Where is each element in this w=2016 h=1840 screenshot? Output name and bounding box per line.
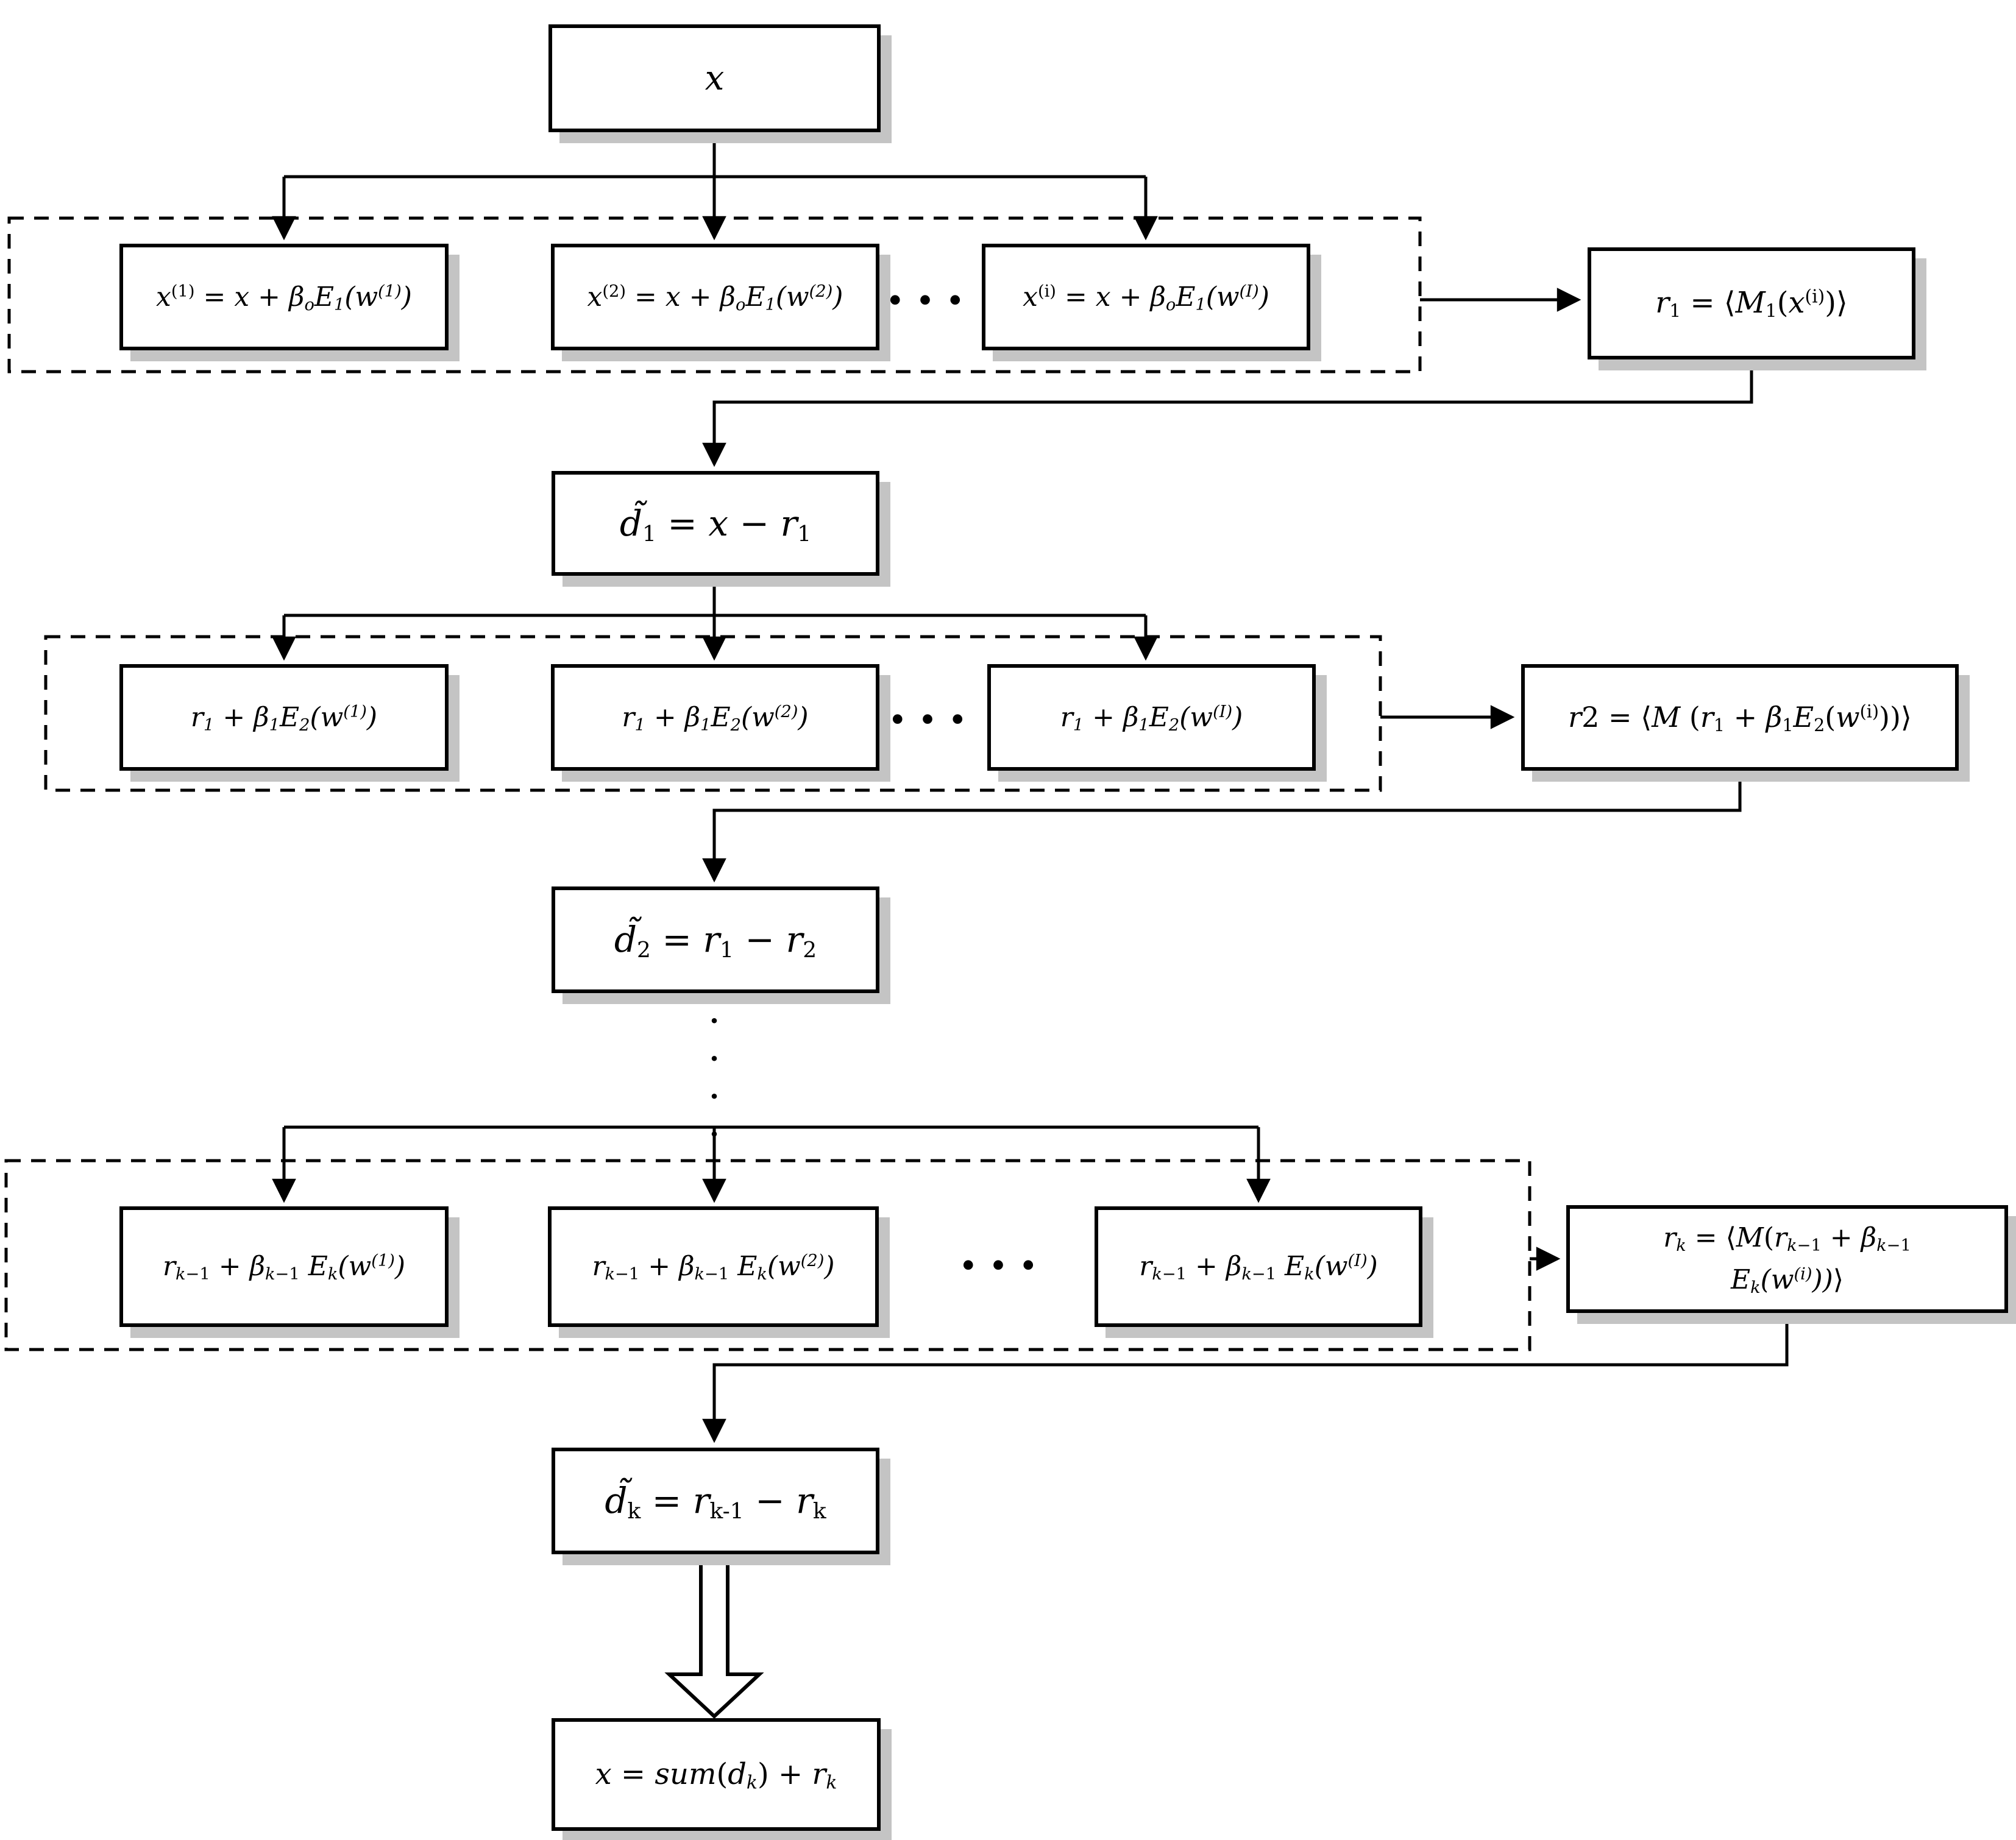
stage1-branch-box-1-label: x(1) = x + βoE1(w(1))	[156, 281, 412, 314]
connector-input-branch-rail	[284, 132, 1146, 179]
stage2-branch-box-2-label: r1 + β1E2(w(2))	[622, 701, 809, 735]
stage3-branch-box-2: rk−1 + βk−1 Ek(w(2))	[548, 1206, 879, 1327]
output-box: x = sum(dk) + rk	[552, 1718, 881, 1831]
stage3-branch-box-3: rk−1 + βk−1 Ek(w(I))	[1095, 1206, 1422, 1327]
stage3-dashed-container	[4, 1159, 1532, 1351]
stage3-branch-box-1-label: rk−1 + βk−1 Ek(w(1))	[162, 1251, 406, 1284]
ellipsis-stage2-branches: ···	[889, 688, 979, 749]
stage1-difference-box-label: d̃1 = x − r1	[619, 502, 812, 547]
stage3-branch-box-3-label: rk−1 + βk−1 Ek(w(I))	[1139, 1251, 1378, 1284]
arrow-mergek-to-differencek	[702, 1314, 1789, 1443]
stage3-branch-box-1: rk−1 + βk−1 Ek(w(1))	[119, 1206, 449, 1327]
arrow-merge1-to-difference1	[702, 361, 1753, 467]
stage1-difference-box: d̃1 = x − r1	[552, 471, 879, 576]
ellipsis-stage1-branches: ···	[886, 269, 976, 330]
stage2-merge-box-label: r2 = ⟨M (r1 + β1E2(w(i)))⟩	[1568, 701, 1912, 736]
stage2-difference-box: d̃2 = r1 − r2	[552, 886, 879, 993]
stage1-branch-box-2-label: x(2) = x + βoE1(w(2))	[587, 281, 843, 314]
stage1-branch-box-3: x(i) = x + βoE1(w(I))	[982, 244, 1310, 350]
output-box-label: x = sum(dk) + rk	[595, 1757, 837, 1794]
ellipsis-vertical-stages: ····	[698, 1004, 731, 1155]
stage1-branch-box-2: x(2) = x + βoE1(w(2))	[551, 244, 879, 350]
input-box-label: x	[705, 58, 725, 98]
stage2-dashed-container	[44, 635, 1382, 792]
stage2-branch-box-1: r1 + β1E2(w(1))	[119, 664, 449, 771]
stage2-branch-box-2: r1 + β1E2(w(2))	[551, 664, 879, 771]
block-arrow-down-icon	[664, 1555, 764, 1719]
ellipsis-stage3-branches: ···	[959, 1234, 1049, 1295]
stage2-branch-box-3-label: r1 + β1E2(w(I))	[1060, 701, 1243, 735]
connector-stage2-branch-rail	[284, 576, 1146, 617]
stage2-branch-box-3: r1 + β1E2(w(I))	[987, 664, 1316, 771]
stage1-branch-box-3-label: x(i) = x + βoE1(w(I))	[1023, 281, 1269, 314]
arrow-merge2-to-difference2	[702, 772, 1742, 883]
stage1-merge-box-label: r1 = ⟨M1(x(i))⟩	[1655, 286, 1848, 322]
stage2-branch-box-1-label: r1 + β1E2(w(1))	[190, 701, 378, 735]
stage2-merge-box: r2 = ⟨M (r1 + β1E2(w(i)))⟩	[1521, 664, 1959, 771]
stage2-difference-box-label: d̃2 = r1 − r2	[614, 919, 817, 963]
stage1-branch-box-1: x(1) = x + βoE1(w(1))	[119, 244, 449, 350]
stage3-difference-box-label: d̃k = rk-1 − rk	[605, 1480, 826, 1524]
stage3-difference-box: d̃k = rk-1 − rk	[552, 1448, 879, 1554]
input-box: x	[548, 24, 881, 132]
stage3-branch-box-2-label: rk−1 + βk−1 Ek(w(2))	[592, 1251, 835, 1284]
stage1-merge-box: r1 = ⟨M1(x(i))⟩	[1588, 247, 1915, 359]
